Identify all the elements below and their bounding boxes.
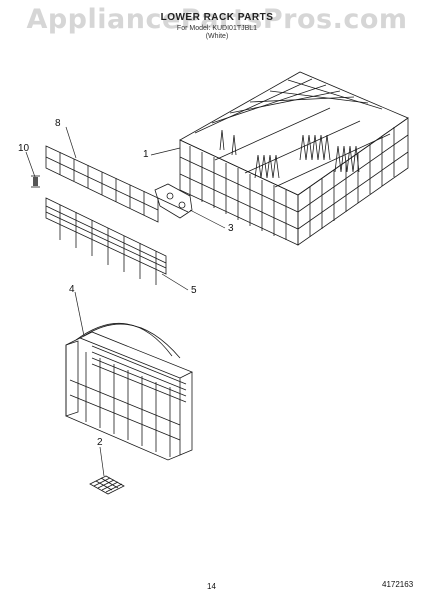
watermark: AppliancePartsPros.com <box>26 4 408 35</box>
diagram-title: LOWER RACK PARTS <box>160 12 274 23</box>
bracket-part-3-illustration <box>154 183 193 219</box>
basket-part-4-illustration <box>65 322 193 461</box>
callout-2: 2 <box>97 437 103 448</box>
callout-1: 1 <box>143 149 149 160</box>
panel-part-8-illustration <box>45 145 159 223</box>
page-number: 14 <box>207 582 216 591</box>
leader-lines <box>25 126 226 477</box>
rail-part-5-illustration <box>45 197 167 285</box>
color-variant: (White) <box>205 33 229 40</box>
callout-8: 8 <box>55 118 61 129</box>
document-number: 4172163 <box>382 580 414 589</box>
callout-4: 4 <box>69 284 75 295</box>
callout-10: 10 <box>18 143 30 154</box>
cover-part-2-illustration <box>89 475 125 495</box>
callout-3: 3 <box>228 223 234 234</box>
model-subtitle: For Model: KUDI01TJBL1 <box>176 25 258 32</box>
clip-part-10-illustration <box>31 175 40 188</box>
lower-rack-illustration <box>179 71 409 246</box>
callout-5: 5 <box>191 285 197 296</box>
